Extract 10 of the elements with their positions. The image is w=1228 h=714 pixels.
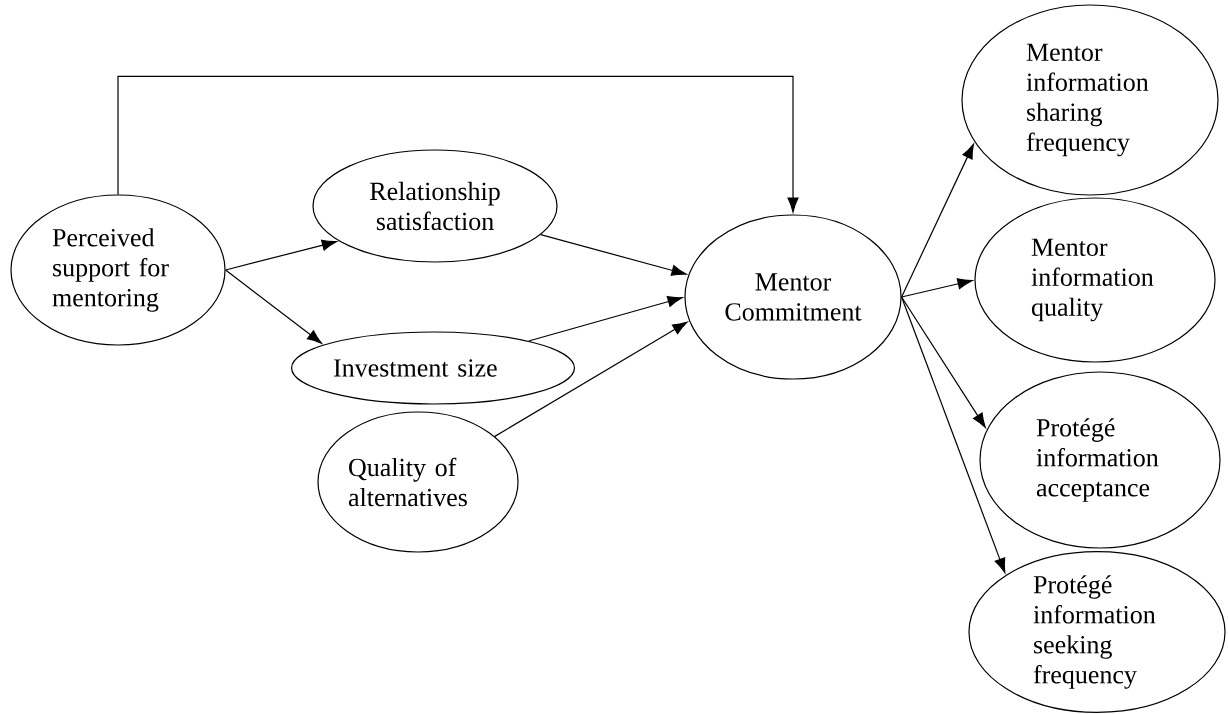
arrow bbox=[540, 234, 687, 276]
arrow bbox=[225, 269, 322, 344]
arrow bbox=[901, 278, 973, 298]
arrow bbox=[528, 296, 683, 342]
arrow bbox=[901, 143, 974, 298]
arrow bbox=[494, 321, 688, 437]
arrow bbox=[901, 296, 986, 429]
arrow bbox=[225, 239, 337, 271]
arrow bbox=[901, 296, 1006, 574]
arrow bbox=[117, 75, 799, 213]
